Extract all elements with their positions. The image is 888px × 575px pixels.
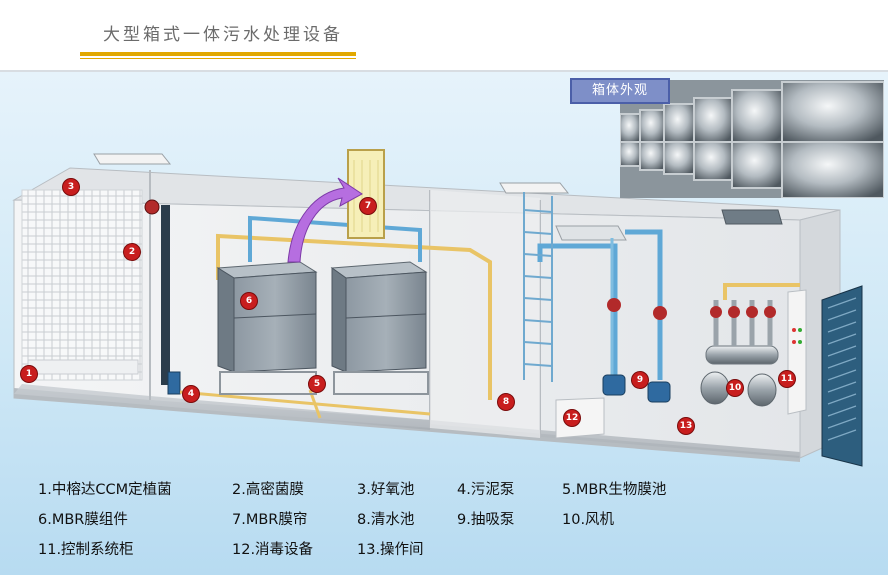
marker-11: 11 [778, 370, 796, 388]
marker-3: 3 [62, 178, 80, 196]
legend-item: 1.中榕达CCM定植菌 [38, 482, 172, 498]
marker-10: 10 [726, 379, 744, 397]
exterior-inset [620, 80, 884, 198]
control-cabinet [787, 289, 807, 415]
title-underline [80, 52, 356, 56]
marker-5: 5 [308, 375, 326, 393]
insert-arrow [287, 177, 363, 263]
marker-12: 12 [563, 409, 581, 427]
vent-grille [721, 209, 783, 225]
blowers [700, 300, 779, 407]
title-underline-thin [80, 58, 356, 59]
legend-item: 5.MBR生物膜池 [562, 482, 667, 498]
legend-item: 3.好氧池 [357, 482, 415, 498]
scene-border [0, 70, 888, 72]
skylight [499, 182, 570, 194]
legend-item: 8.清水池 [357, 512, 415, 528]
legend-item: 2.高密菌膜 [232, 482, 304, 498]
marker-1: 1 [20, 365, 38, 383]
exterior-badge: 箱体外观 [570, 78, 670, 104]
marker-6: 6 [240, 292, 258, 310]
legend-item: 4.污泥泵 [457, 482, 515, 498]
legend-item: 6.MBR膜组件 [38, 512, 128, 528]
marker-7: 7 [359, 197, 377, 215]
vent-grille [555, 225, 627, 241]
marker-9: 9 [631, 371, 649, 389]
legend-item: 12.消毒设备 [232, 542, 314, 558]
page-title: 大型箱式一体污水处理设备 [103, 25, 343, 45]
marker-8: 8 [497, 393, 515, 411]
marker-13: 13 [677, 417, 695, 435]
legend-item: 11.控制系统柜 [38, 542, 134, 558]
legend: 1.中榕达CCM定植菌 2.高密菌膜 3.好氧池 4.污泥泵 5.MBR生物膜池… [0, 470, 888, 575]
legend-item: 10.风机 [562, 512, 615, 528]
door [821, 285, 863, 467]
marker-4: 4 [182, 385, 200, 403]
ladder [523, 192, 553, 382]
exterior-panels [620, 80, 884, 198]
mbr-tank-2 [330, 261, 429, 395]
marker-2: 2 [123, 243, 141, 261]
skylight [93, 153, 172, 165]
suction-pumps [602, 298, 671, 403]
legend-item: 9.抽吸泵 [457, 512, 515, 528]
membrane-mesh-panel [21, 189, 143, 381]
legend-item: 13.操作间 [357, 542, 424, 558]
sludge-pipe [161, 205, 170, 385]
legend-item: 7.MBR膜帘 [232, 512, 308, 528]
